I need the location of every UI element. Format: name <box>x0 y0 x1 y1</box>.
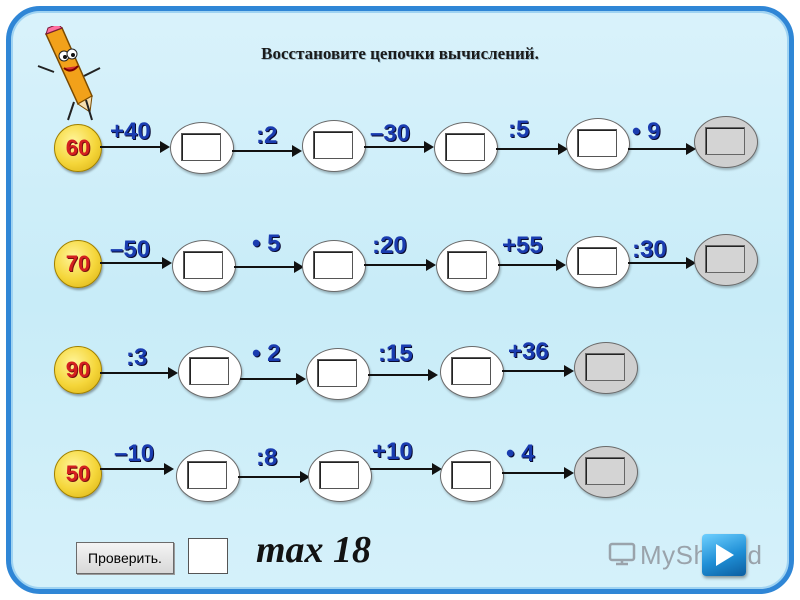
answer-input[interactable] <box>317 359 357 387</box>
chain-arrow <box>502 365 574 377</box>
answer-node[interactable] <box>566 118 630 170</box>
operation-label: +40 <box>110 118 151 145</box>
answer-input[interactable] <box>313 251 353 279</box>
chain-arrow <box>628 143 696 155</box>
chain-arrow <box>364 259 436 271</box>
max-score-label: max 18 <box>256 529 372 571</box>
answer-node[interactable] <box>308 450 372 502</box>
operation-label: –10 <box>114 440 155 467</box>
chain-arrow <box>234 261 304 273</box>
final-answer-node[interactable] <box>694 234 758 286</box>
operation-label: • 2 <box>252 340 281 367</box>
chain-arrow <box>238 471 310 483</box>
operation-label: • 5 <box>252 230 281 257</box>
answer-input[interactable] <box>189 357 229 385</box>
answer-input[interactable] <box>187 461 227 489</box>
start-number: 70 <box>54 240 102 288</box>
operation-label: +10 <box>372 438 413 465</box>
operation-label: :5 <box>508 116 530 143</box>
operation-label: :3 <box>126 344 148 371</box>
answer-node[interactable] <box>440 346 504 398</box>
chain-arrow <box>498 259 566 271</box>
answer-input[interactable] <box>313 131 353 159</box>
final-answer-node[interactable] <box>574 446 638 498</box>
answer-input[interactable] <box>577 129 617 157</box>
page-title: Восстановите цепочки вычислений. <box>261 44 539 63</box>
operation-label: –30 <box>370 120 411 147</box>
final-answer-input[interactable] <box>705 245 745 273</box>
answer-node[interactable] <box>302 240 366 292</box>
pencil-mascot-icon <box>37 26 101 121</box>
final-answer-input[interactable] <box>705 127 745 155</box>
operation-label: :30 <box>632 236 667 263</box>
chain-arrow <box>496 143 568 155</box>
answer-node[interactable] <box>172 240 236 292</box>
operation-label: • 4 <box>506 440 535 467</box>
answer-node[interactable] <box>436 240 500 292</box>
operation-label: +36 <box>508 338 549 365</box>
chain-arrow <box>100 141 170 153</box>
chain-arrow <box>232 145 302 157</box>
answer-node[interactable] <box>306 348 370 400</box>
operation-label: • 9 <box>632 118 661 145</box>
final-answer-input[interactable] <box>585 457 625 485</box>
answer-node[interactable] <box>176 450 240 502</box>
operation-label: +55 <box>502 232 543 259</box>
start-number: 90 <box>54 346 102 394</box>
myshared-logo-icon <box>608 542 636 566</box>
answer-node[interactable] <box>178 346 242 398</box>
answer-input[interactable] <box>451 357 491 385</box>
chain-arrow <box>370 463 442 475</box>
operation-label: –50 <box>110 236 151 263</box>
operation-label: :15 <box>378 340 413 367</box>
chain-arrow <box>502 467 574 479</box>
answer-node[interactable] <box>302 120 366 172</box>
chain-arrow <box>100 367 178 379</box>
chain-arrow <box>100 257 172 269</box>
answer-input[interactable] <box>183 251 223 279</box>
final-answer-input[interactable] <box>585 353 625 381</box>
start-number: 60 <box>54 124 102 172</box>
check-button[interactable]: Проверить. <box>76 542 174 574</box>
answer-node[interactable] <box>440 450 504 502</box>
chain-arrow <box>628 257 696 269</box>
chain-arrow <box>364 141 434 153</box>
answer-input[interactable] <box>445 133 485 161</box>
answer-input[interactable] <box>181 133 221 161</box>
answer-input[interactable] <box>447 251 487 279</box>
answer-input[interactable] <box>319 461 359 489</box>
operation-label: :20 <box>372 232 407 259</box>
operation-label: :2 <box>256 122 278 149</box>
answer-input[interactable] <box>451 461 491 489</box>
start-number: 50 <box>54 450 102 498</box>
next-arrow-icon[interactable] <box>702 534 746 576</box>
slide-frame <box>6 6 794 594</box>
operation-label: :8 <box>256 444 278 471</box>
answer-node[interactable] <box>434 122 498 174</box>
final-answer-node[interactable] <box>694 116 758 168</box>
chain-arrow <box>240 373 306 385</box>
score-field[interactable] <box>188 538 228 574</box>
chain-arrow <box>100 463 174 475</box>
answer-node[interactable] <box>170 122 234 174</box>
answer-node[interactable] <box>566 236 630 288</box>
answer-input[interactable] <box>577 247 617 275</box>
final-answer-node[interactable] <box>574 342 638 394</box>
chain-arrow <box>368 369 438 381</box>
